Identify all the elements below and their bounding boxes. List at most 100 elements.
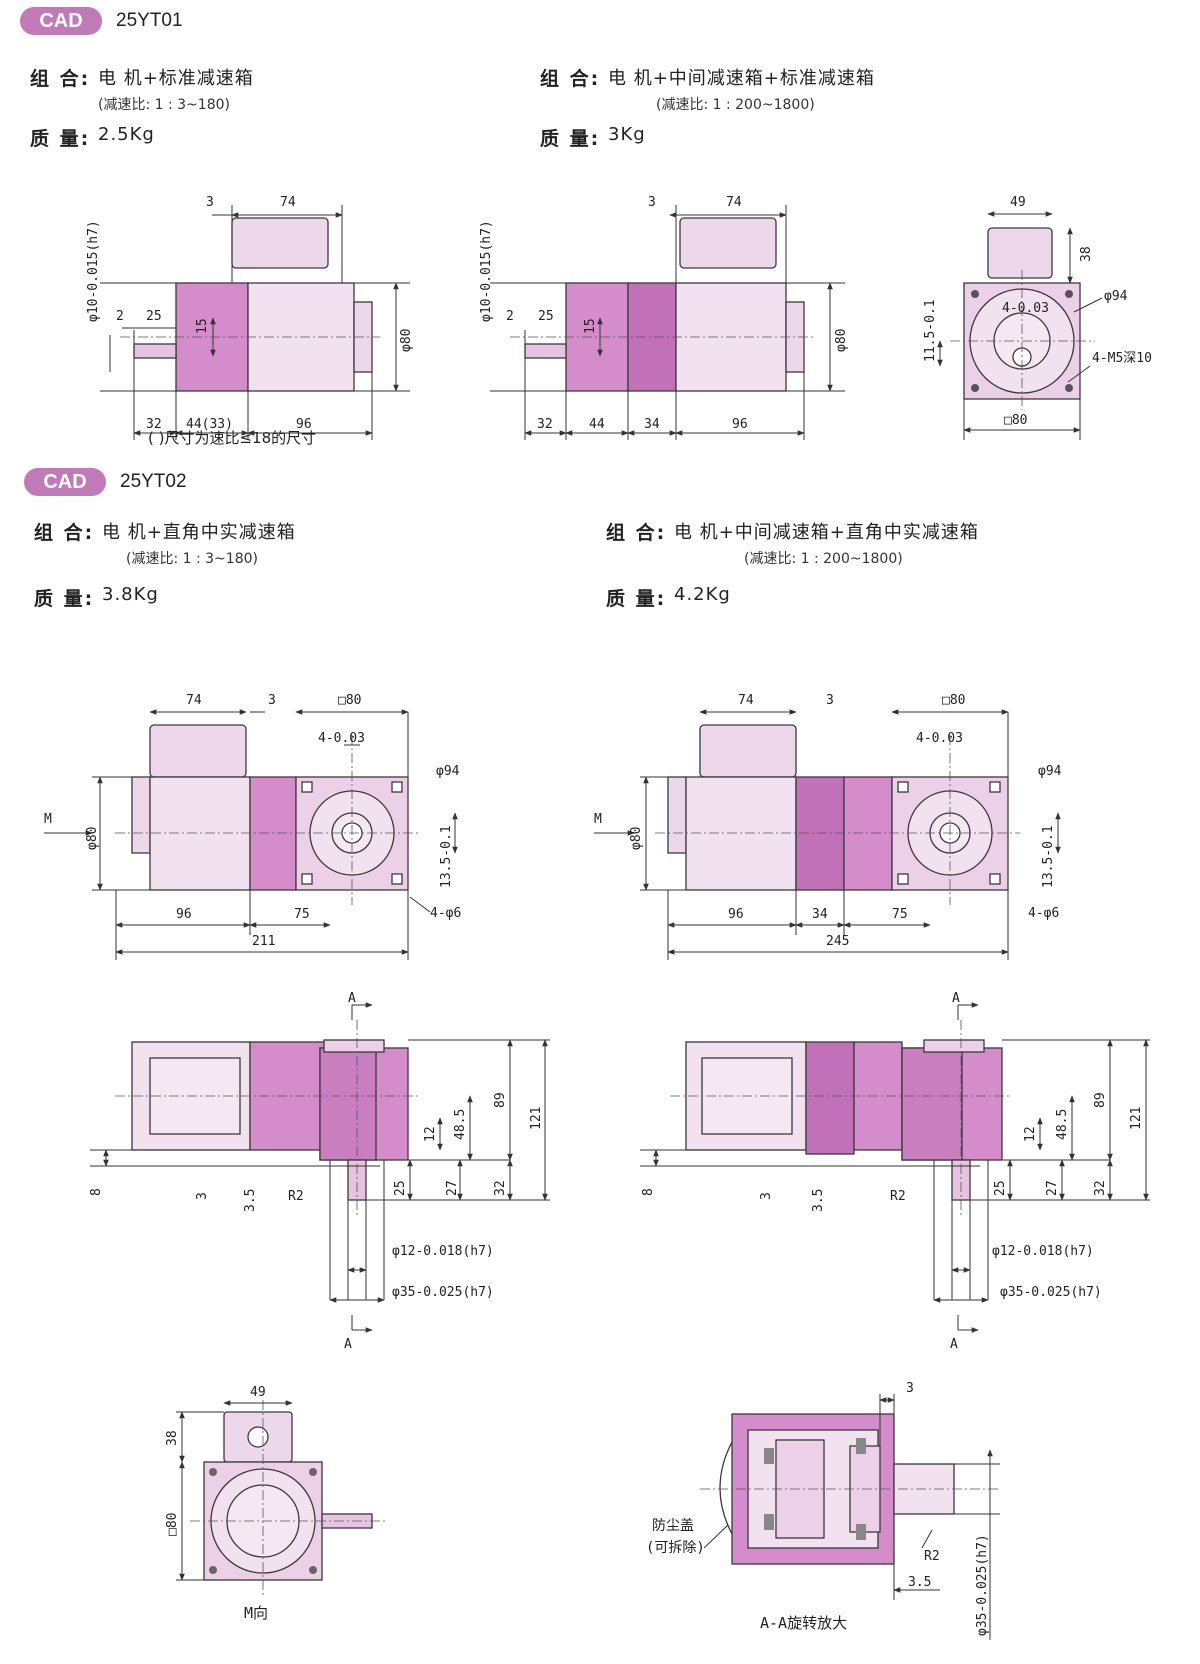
dim-75: 75 xyxy=(294,907,310,922)
ratio-text: (减速比: 1 : 3~180) xyxy=(126,551,258,567)
terminal-box xyxy=(231,217,329,269)
dim-89: 89 xyxy=(493,1092,508,1108)
combo-value: 电 机+中间减速箱+标准减速箱 xyxy=(608,68,875,89)
dim-49: 49 xyxy=(1010,195,1026,210)
dim-2: 2 xyxy=(116,309,124,324)
drawing-25yt01-standard: 3 74 φ10-0.015(h7) 2 25 15 φ80 32 44(33)… xyxy=(86,195,414,440)
dim-3: 3 xyxy=(826,693,834,708)
section-mark-a: A xyxy=(348,991,356,1006)
dim-key: 4-0.03 xyxy=(318,731,365,746)
dim-3-5: 3.5 xyxy=(243,1189,258,1212)
drawing-25yt02-intermediate-top: 74 3 □80 4-0.03 φ94 M φ80 13.5-0.1 4-φ6 … xyxy=(594,693,1062,960)
weight-value: 2.5Kg xyxy=(98,124,155,145)
dim-3-5: 3.5 xyxy=(811,1189,826,1212)
ratio-text: (减速比: 1 : 3~180) xyxy=(98,97,230,113)
dim-121: 121 xyxy=(1129,1107,1144,1130)
dim-8: 8 xyxy=(641,1188,656,1196)
dim-48-5: 48.5 xyxy=(453,1109,468,1140)
combo-value: 电 机+直角中实减速箱 xyxy=(102,522,296,543)
dim-38: 38 xyxy=(165,1430,180,1446)
dim-11-5: 11.5-0.1 xyxy=(923,299,938,362)
ratio-text: (减速比: 1 : 200~1800) xyxy=(744,551,903,567)
dim-96: 96 xyxy=(728,907,744,922)
section-mark-a: A xyxy=(952,991,960,1006)
view-arrow-m: M xyxy=(44,812,52,827)
dim-r2: R2 xyxy=(890,1189,906,1204)
drawing-25yt02-top: 74 3 □80 4-0.03 φ94 M φ80 13.5-0.1 4-φ6 … xyxy=(44,693,461,960)
dim-phi94: φ94 xyxy=(436,764,460,779)
drawing-m-view: 49 38 □80 M向 xyxy=(165,1385,385,1622)
dim-25: 25 xyxy=(393,1180,408,1196)
dim-74: 74 xyxy=(186,693,202,708)
weight-label: 质 量: xyxy=(606,588,667,610)
weight-label: 质 量: xyxy=(540,128,601,150)
dim-3: 3 xyxy=(906,1381,914,1396)
dim-211: 211 xyxy=(252,934,275,949)
dim-121: 121 xyxy=(529,1107,544,1130)
dim-phi12: φ12-0.018(h7) xyxy=(392,1244,494,1259)
dim-r2: R2 xyxy=(924,1549,940,1564)
dim-3: 3 xyxy=(268,693,276,708)
dim-8: 8 xyxy=(89,1188,104,1196)
combo-label: 组 合: xyxy=(540,68,601,90)
dim-phi80: φ80 xyxy=(834,329,849,352)
dim-48-5: 48.5 xyxy=(1055,1109,1070,1140)
dim-74: 74 xyxy=(280,195,296,210)
ratio-text: (减速比: 1 : 200~1800) xyxy=(656,97,815,113)
dim-2: 2 xyxy=(506,309,514,324)
combo-label: 组 合: xyxy=(34,522,95,544)
dim-38: 38 xyxy=(1079,246,1094,262)
dim-96: 96 xyxy=(732,417,748,432)
dim-32: 32 xyxy=(537,417,553,432)
weight-value: 3Kg xyxy=(608,124,646,145)
dim-key: 4-0.03 xyxy=(916,731,963,746)
dim-phi35: φ35-0.025(h7) xyxy=(392,1285,494,1300)
drawing-25yt01-front: 49 38 4-0.03 11.5-0.1 φ94 4-M5深10 □80 xyxy=(923,195,1152,440)
weight-value: 3.8Kg xyxy=(102,584,159,605)
section-mark-a: A xyxy=(344,1337,352,1352)
dim-34: 34 xyxy=(644,417,660,432)
dim-3: 3 xyxy=(648,195,656,210)
dim-74: 74 xyxy=(726,195,742,210)
dim-96: 96 xyxy=(296,417,312,432)
dim-75: 75 xyxy=(892,907,908,922)
dim-holes: 4-φ6 xyxy=(1028,906,1059,921)
dim-12: 12 xyxy=(423,1126,438,1142)
section-mark-a: A xyxy=(950,1337,958,1352)
dim-sq80: □80 xyxy=(1004,413,1027,428)
drawing-25yt01-intermediate: 3 74 φ10-0.015(h7) 2 25 15 φ80 32 44 34 … xyxy=(479,195,849,440)
dim-32: 32 xyxy=(493,1180,508,1196)
dim-49: 49 xyxy=(250,1385,266,1400)
dim-27: 27 xyxy=(445,1180,460,1196)
model-code-2: 25YT02 xyxy=(120,471,187,492)
dim-sq80: □80 xyxy=(942,693,965,708)
dim-phi35: φ35-0.025(h7) xyxy=(1000,1285,1102,1300)
dim-32: 32 xyxy=(146,417,162,432)
dim-13-5: 13.5-0.1 xyxy=(1041,825,1056,888)
dim-3: 3 xyxy=(206,195,214,210)
output-shaft xyxy=(133,343,177,359)
view-label-m: M向 xyxy=(244,1604,268,1622)
view-arrow-m: M xyxy=(594,812,602,827)
dim-phi80: φ80 xyxy=(399,329,414,352)
dim-27: 27 xyxy=(1045,1180,1060,1196)
dim-phi35: φ35-0.025(h7) xyxy=(975,1534,990,1636)
model-code-1: 25YT01 xyxy=(116,10,183,31)
dim-3: 3 xyxy=(759,1192,774,1200)
combo-value: 电 机+标准减速箱 xyxy=(98,68,254,89)
cad-badge-1: CAD xyxy=(20,7,102,35)
dim-3-5: 3.5 xyxy=(908,1575,931,1590)
dim-245: 245 xyxy=(826,934,849,949)
drawing-section-aa: 3 R2 3.5 φ35-0.025(h7) 防尘盖 (可拆除) A-A旋转放大 xyxy=(646,1381,1000,1640)
dim-shaft-dia: φ10-0.015(h7) xyxy=(479,220,494,322)
dim-phi80: φ80 xyxy=(85,827,100,850)
dim-sq80: □80 xyxy=(165,1513,180,1536)
dim-44: 44 xyxy=(589,417,605,432)
dim-34: 34 xyxy=(812,907,828,922)
dim-74: 74 xyxy=(738,693,754,708)
dim-96: 96 xyxy=(176,907,192,922)
dim-89: 89 xyxy=(1093,1092,1108,1108)
dim-key: 4-0.03 xyxy=(1002,301,1049,316)
weight-label: 质 量: xyxy=(34,588,95,610)
